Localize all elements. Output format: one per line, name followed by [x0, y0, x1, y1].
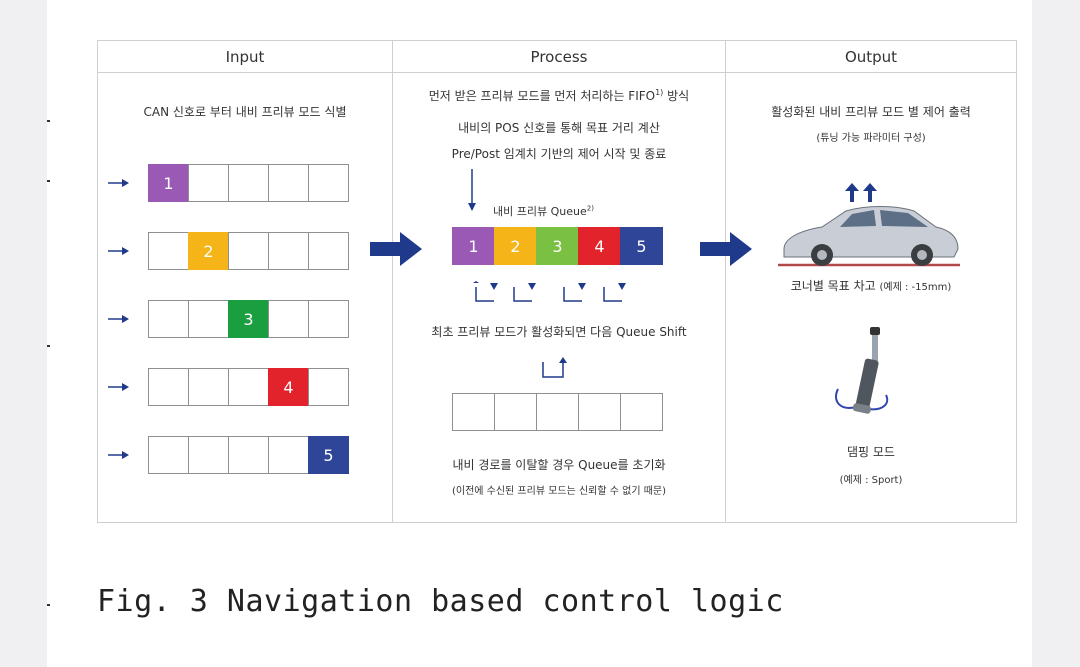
output-description: 활성화된 내비 프리뷰 모드 별 제어 출력: [771, 105, 971, 119]
empty-cell: [308, 164, 349, 202]
queue-cell: 2: [494, 227, 537, 265]
input-row: 5: [148, 436, 349, 474]
queue-shift-arrows-icon: [473, 281, 626, 302]
queue-cell: 4: [578, 227, 621, 265]
figure-caption: Fig. 3 Navigation based control logic: [97, 584, 784, 619]
empty-cell: [452, 393, 495, 431]
empty-cell: [494, 393, 537, 431]
output-sub: (튜닝 가능 파라미터 구성): [816, 133, 926, 144]
empty-cell: [148, 368, 189, 406]
up-arrows-icon: [845, 183, 877, 202]
empty-cell: [268, 300, 309, 338]
preview-mode-cell: 2: [188, 232, 229, 270]
empty-cell: [308, 300, 349, 338]
row-arrow-icon: [108, 247, 129, 255]
column-divider: [392, 41, 393, 523]
empty-cell: [148, 436, 189, 474]
process-threshold-text: Pre/Post 임계치 기반의 제어 시작 및 종료: [451, 147, 667, 161]
damping-mode-text: 댐핑 모드: [847, 445, 895, 459]
queue-label: 내비 프리뷰 Queue2): [493, 204, 594, 218]
row-arrow-icon: [108, 179, 129, 187]
process-fifo-text: 먼저 받은 프리뷰 모드를 먼저 처리하는 FIFO1) 방식: [428, 88, 690, 103]
header-process: Process: [393, 41, 725, 73]
margin-tick: [47, 604, 50, 606]
queue-cell: 5: [620, 227, 663, 265]
queue-reset-note: (이전에 수신된 프리뷰 모드는 신뢰할 수 없기 때문): [451, 486, 667, 497]
header-output: Output: [726, 41, 1016, 73]
empty-cell: [268, 164, 309, 202]
input-description: CAN 신호로 부터 내비 프리뷰 모드 식별: [143, 105, 347, 119]
queue-reset-text: 내비 경로를 이탈할 경우 Queue를 초기화: [452, 458, 666, 472]
down-arrow-icon: [468, 169, 476, 211]
input-to-process-arrow: [370, 232, 422, 266]
empty-cell: [268, 436, 309, 474]
empty-cell: [308, 232, 349, 270]
empty-cell: [268, 232, 309, 270]
empty-cell: [228, 368, 269, 406]
empty-cell: [148, 300, 189, 338]
empty-cell: [188, 164, 229, 202]
empty-cell: [620, 393, 663, 431]
process-pos-text: 내비의 POS 신호를 통해 목표 거리 계산: [458, 121, 660, 135]
reset-queue: [452, 393, 663, 431]
target-height-text: 코너별 목표 차고 (예제 : -15mm): [790, 279, 952, 293]
margin-tick: [47, 180, 50, 182]
row-arrow-icon: [108, 383, 129, 391]
damper-icon: [835, 327, 889, 414]
preview-mode-cell: 1: [148, 164, 189, 202]
input-row: 4: [148, 368, 349, 406]
control-logic-diagram: Input Process Output CAN 신호로 부터 내비 프리뷰 모…: [97, 40, 1017, 523]
damping-example: (예제 : Sport): [839, 475, 903, 486]
shift-arrow-icon: [542, 357, 567, 378]
input-row: 1: [148, 164, 349, 202]
preview-mode-cell: 3: [228, 300, 269, 338]
header-input: Input: [98, 41, 392, 73]
row-arrow-icon: [108, 451, 129, 459]
process-to-output-arrow: [700, 232, 752, 266]
input-row: 3: [148, 300, 349, 338]
input-row: 2: [148, 232, 349, 270]
car-icon: [778, 206, 960, 267]
empty-cell: [308, 368, 349, 406]
preview-mode-cell: 5: [308, 436, 349, 474]
empty-cell: [228, 232, 269, 270]
queue-shift-text: 최초 프리뷰 모드가 활성화되면 다음 Queue Shift: [431, 325, 687, 339]
queue-cell: 3: [536, 227, 579, 265]
empty-cell: [148, 232, 189, 270]
empty-cell: [228, 164, 269, 202]
margin-tick: [47, 120, 50, 122]
column-divider: [725, 41, 726, 523]
queue-cell: 1: [452, 227, 495, 265]
margin-tick: [47, 345, 50, 347]
empty-cell: [188, 300, 229, 338]
empty-cell: [578, 393, 621, 431]
empty-cell: [188, 368, 229, 406]
empty-cell: [228, 436, 269, 474]
empty-cell: [536, 393, 579, 431]
row-arrow-icon: [108, 315, 129, 323]
preview-mode-cell: 4: [268, 368, 309, 406]
empty-cell: [188, 436, 229, 474]
